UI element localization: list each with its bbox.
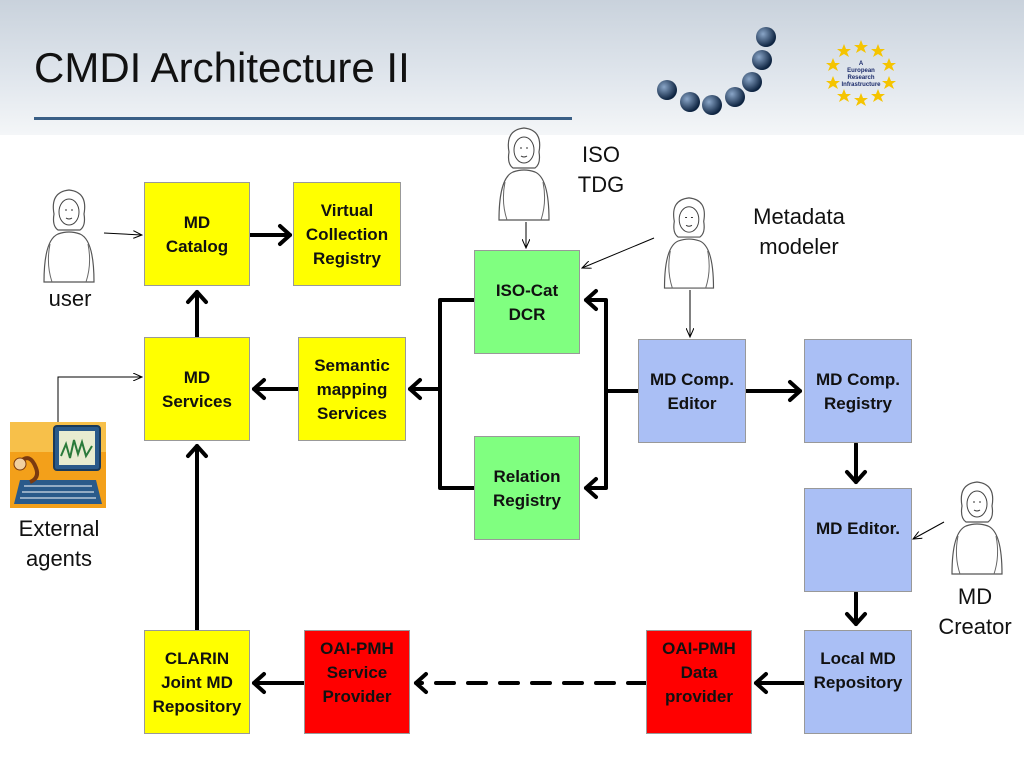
relation-registry-label: Relation Registry <box>492 467 562 510</box>
arrowhead-dataprovider-to-serviceprovider <box>414 672 428 694</box>
logo-line-1: A <box>859 61 864 67</box>
md-creator-label: MD Creator <box>938 584 1012 639</box>
arrowhead-clarin-to-services <box>186 444 208 458</box>
oai-pmh-data-provider-label: OAI-PMH Data provider <box>662 639 736 706</box>
logo-line-3: Research <box>847 75 874 81</box>
oai-pmh-service-provider-label: OAI-PMH Service Provider <box>320 639 394 706</box>
oai-pmh-data-provider-box: OAI-PMH Data provider <box>646 630 752 734</box>
md-comp-editor-box: MD Comp. Editor <box>638 339 746 443</box>
user-person-icon <box>43 189 95 283</box>
iso-tdg-label: ISO TDG <box>577 142 625 197</box>
eu-research-infrastructure-logo: A European Research Infrastructure <box>826 40 896 106</box>
md-editor-box: MD Editor. <box>804 488 912 592</box>
arrow-creator-to-editor <box>913 521 945 539</box>
virtual-collection-registry-box: Virtual Collection Registry <box>293 182 401 286</box>
user-label: user <box>48 286 92 311</box>
page-title: CMDI Architecture II <box>34 44 410 91</box>
md-services-box: MD Services <box>144 337 250 441</box>
slide-header: CMDI Architecture II A European Research… <box>0 0 1024 135</box>
arrow-agents-to-services <box>57 377 142 422</box>
local-md-repository-label: Local MD Repository <box>813 649 903 692</box>
semantic-mapping-services-label: Semantic mapping Services <box>314 356 390 423</box>
decorative-spheres <box>657 27 776 115</box>
md-creator-person-icon <box>951 481 1003 575</box>
logo-line-4: Infrastructure <box>841 82 881 88</box>
clarin-joint-md-repository-box: CLARIN Joint MD Repository <box>144 630 250 734</box>
arrow-modeler-to-isocat <box>582 237 655 268</box>
arrowhead-compeditor-to-compregistry <box>788 380 802 402</box>
logo-line-2: European <box>847 68 875 74</box>
md-comp-registry-box: MD Comp. Registry <box>804 339 912 443</box>
arrowhead-serviceprovider-to-clarin <box>252 672 266 694</box>
local-md-repository-box: Local MD Repository <box>804 630 912 734</box>
metadata-modeler-person-icon <box>663 197 715 289</box>
title-underline <box>34 117 572 120</box>
arrowhead-semantic-to-services <box>252 378 266 400</box>
metadata-modeler-label: Metadata modeler <box>753 204 845 259</box>
iso-cat-dcr-label: ISO-Cat DCR <box>495 281 559 324</box>
bracket-left <box>438 298 476 490</box>
clarin-joint-md-repository-label: CLARIN Joint MD Repository <box>152 649 242 716</box>
md-editor-label: MD Editor. <box>815 519 901 538</box>
virtual-collection-registry-label: Virtual Collection Registry <box>305 201 389 268</box>
arrowhead-to-isocat <box>584 289 598 311</box>
arrowhead-editor-to-local <box>845 612 867 626</box>
arrowhead-bracket-to-semantic <box>408 378 422 400</box>
oai-pmh-service-provider-box: OAI-PMH Service Provider <box>304 630 410 734</box>
arrowhead-services-to-catalog <box>186 290 208 304</box>
external-agents-label: External agents <box>18 516 100 571</box>
arrowhead-compregistry-to-editor <box>845 470 867 484</box>
iso-tdg-person-icon <box>498 127 550 221</box>
iso-cat-dcr-box: ISO-Cat DCR <box>474 250 580 354</box>
md-services-label: MD Services <box>162 368 232 411</box>
md-comp-editor-label: MD Comp. Editor <box>649 370 735 413</box>
arrow-user-to-catalog <box>103 233 142 235</box>
md-catalog-box: MD Catalog <box>144 182 250 286</box>
arrowhead-local-to-dataprovider <box>754 672 768 694</box>
relation-registry-box: Relation Registry <box>474 436 580 540</box>
bracket-right <box>584 298 608 490</box>
external-agents-computer-icon <box>10 422 106 508</box>
arrowhead-catalog-to-vcr <box>278 224 292 246</box>
arrowhead-to-relation <box>584 477 598 499</box>
md-comp-registry-label: MD Comp. Registry <box>815 370 901 413</box>
md-catalog-label: MD Catalog <box>165 213 229 256</box>
semantic-mapping-services-box: Semantic mapping Services <box>298 337 406 441</box>
